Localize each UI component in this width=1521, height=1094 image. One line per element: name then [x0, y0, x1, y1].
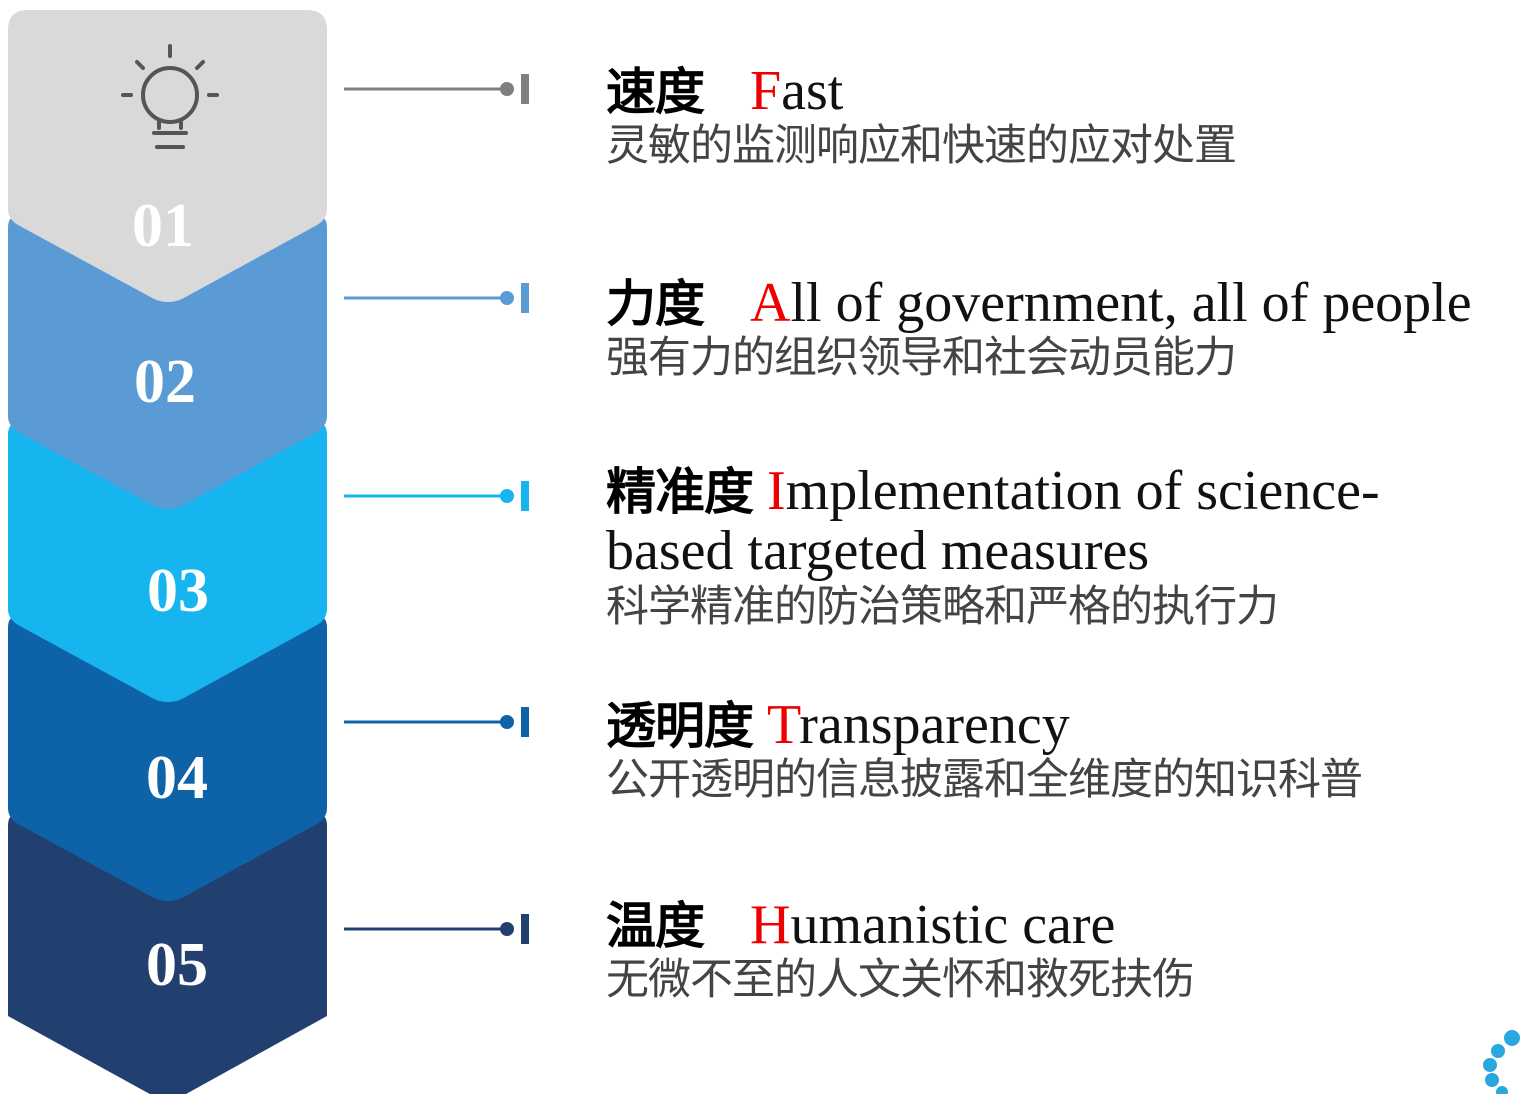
step-number-4: 04 [146, 744, 208, 812]
lightbulb-icon [121, 44, 219, 149]
item-warmth-en-text: umanistic care [790, 894, 1116, 956]
item-transparency-description: 公开透明的信息披露和全维度的知识科普 [606, 754, 1363, 805]
step-number-1: 01 [132, 192, 194, 260]
step-shape-1 [8, 10, 327, 302]
step-shape-3 [8, 424, 327, 702]
numbered-step-stack: 01 02 03 04 05 [8, 10, 327, 1094]
item-warmth-cn-title: 温度 [606, 897, 705, 955]
step-shape-4 [8, 617, 327, 901]
item-strength-title: 力度 All of government, all of people [606, 274, 1472, 333]
item-precision-initial: I [767, 460, 786, 522]
item-speed: 速度 Fast 灵敏的监测响应和快速的应对处置 [606, 62, 1237, 172]
item-precision-description: 科学精准的防治策略和严格的执行力 [606, 582, 1279, 633]
item-transparency-cn-title: 透明度 [606, 697, 754, 755]
item-warmth-description: 无微不至的人文关怀和救死扶伤 [606, 954, 1195, 1005]
item-strength-description: 强有力的组织领导和社会动员能力 [606, 332, 1237, 383]
connector-2 [344, 283, 529, 313]
item-strength-initial: A [750, 272, 791, 334]
item-speed-cn-title: 速度 [606, 63, 705, 121]
connector-5 [344, 914, 529, 944]
step-number-5: 05 [146, 931, 208, 999]
connector-4 [344, 707, 529, 737]
item-precision-en-text: mplementation of science- [785, 460, 1380, 522]
item-transparency-initial: T [767, 694, 800, 756]
connector-3 [344, 481, 529, 511]
item-warmth: 温度 Humanistic care 无微不至的人文关怀和救死扶伤 [606, 896, 1195, 1006]
item-strength-cn-title: 力度 [606, 275, 705, 333]
item-warmth-title: 温度 Humanistic care [606, 896, 1194, 955]
item-precision-en-continuation: based targeted measures [606, 519, 1150, 582]
step-shape-2 [8, 217, 327, 510]
step-number-3: 03 [147, 557, 209, 625]
step-number-2: 02 [134, 348, 196, 416]
item-precision-cn-title: 精准度 [606, 463, 754, 521]
item-speed-initial: F [750, 60, 782, 122]
item-speed-description: 灵敏的监测响应和快速的应对处置 [606, 120, 1237, 171]
item-strength-en-text: ll of government, all of people [790, 272, 1472, 334]
decorative-dots [1483, 1030, 1520, 1094]
item-speed-title: 速度 Fast [606, 62, 1236, 121]
item-transparency-en-text: ransparency [799, 694, 1070, 756]
step-shape-5 [8, 815, 327, 1094]
item-speed-en-text: ast [781, 60, 844, 122]
connector-1 [344, 74, 529, 104]
item-strength: 力度 All of government, all of people 强有力的组… [606, 274, 1472, 384]
item-warmth-initial: H [750, 894, 791, 956]
